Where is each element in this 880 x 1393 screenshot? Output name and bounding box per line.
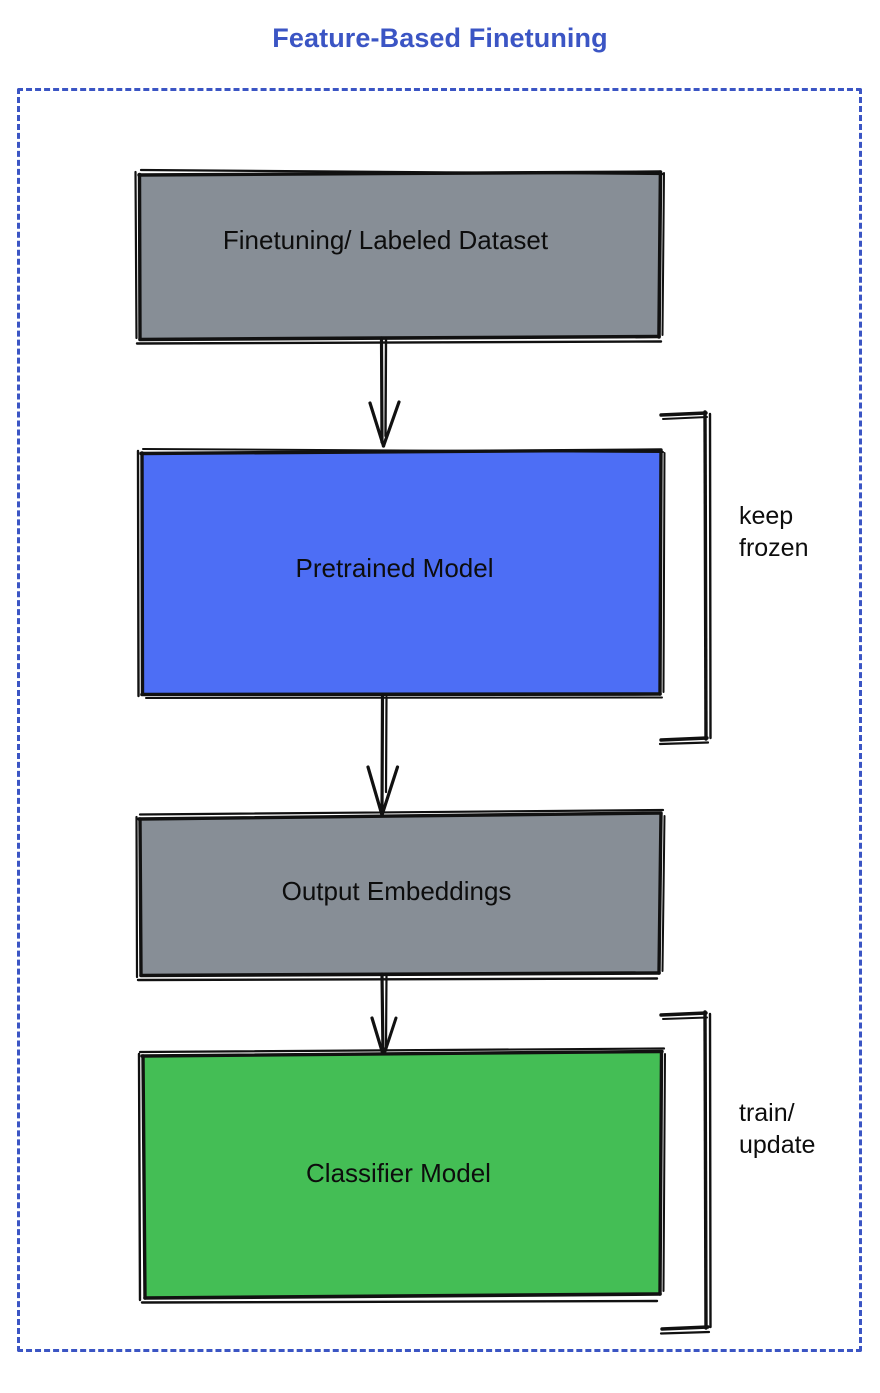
bracket-keep-frozen <box>658 410 712 746</box>
node-pretrained-model-label: Pretrained Model <box>295 552 494 583</box>
node-dataset[interactable]: Finetuning/ Labeled Dataset <box>134 168 665 345</box>
node-classifier-model[interactable]: Classifier Model <box>137 1047 666 1304</box>
node-classifier-model-label: Classifier Model <box>306 1157 491 1188</box>
diagram-frame <box>17 88 862 1352</box>
page-title: Feature-Based Finetuning <box>272 23 608 53</box>
edge-pretrained-to-embeddings <box>366 694 400 817</box>
node-dataset-label: Finetuning/ Labeled Dataset <box>222 225 549 256</box>
bracket-keep-frozen-label-line1: keep <box>739 502 794 530</box>
bracket-train-update <box>659 1010 712 1335</box>
bracket-keep-frozen-label-line2: frozen <box>739 534 809 562</box>
node-output-embeddings[interactable]: Output Embeddings <box>135 808 666 982</box>
node-output-embeddings-label: Output Embeddings <box>281 876 512 907</box>
edge-embeddings-to-classifier <box>370 972 398 1058</box>
node-pretrained-model[interactable]: Pretrained Model <box>136 448 666 699</box>
edge-dataset-to-pretrained <box>368 336 401 448</box>
bracket-train-update-label: train/update <box>739 1097 815 1161</box>
bracket-keep-frozen-label: keep frozen <box>739 500 808 564</box>
bracket-train-update-label-line2: update <box>739 1131 816 1159</box>
bracket-train-update-label-line1: train/ <box>739 1099 795 1127</box>
